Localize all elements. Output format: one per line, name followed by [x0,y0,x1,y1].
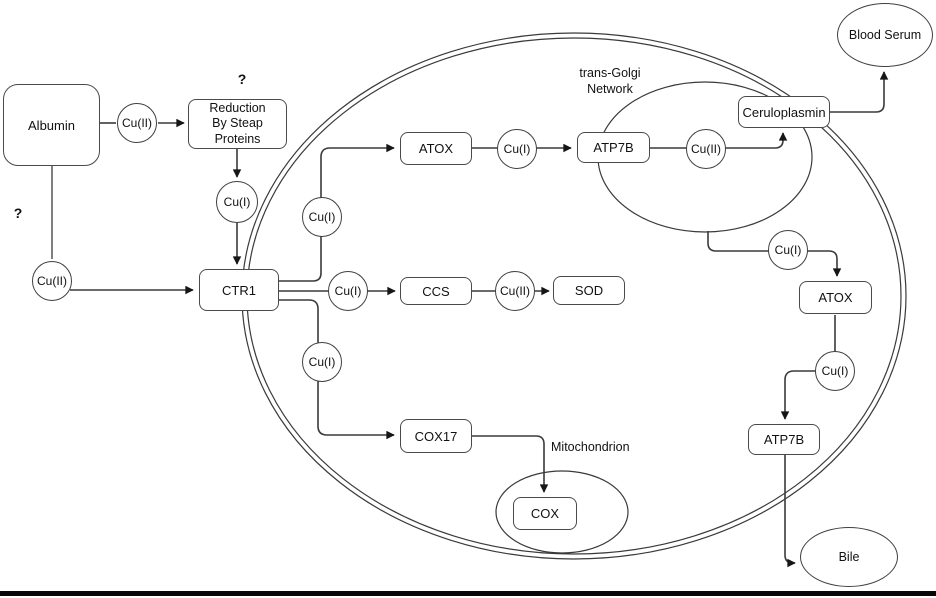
reduction-label: Reduction By Steap Proteins [209,100,266,146]
node-reduction-by-steap-proteins: Reduction By Steap Proteins [188,99,287,149]
node-ceruloplasmin: Ceruloplasmin [738,96,830,128]
ion-cu1-golgi-out: Cu(I) [768,230,808,270]
arrow-atoxright-to-atp7bright [780,315,836,420]
ion-cu2-ccs-row: Cu(II) [495,271,535,311]
node-atp7b-golgi: ATP7B [577,132,650,163]
mitochondrion-label: Mitochondrion [551,440,630,454]
node-ctr1: CTR1 [199,269,279,311]
figure-bottom-rule [0,591,936,596]
node-atox-right: ATOX [799,281,872,314]
ion-cu2-golgi: Cu(II) [686,129,726,169]
ion-cu1-middle: Cu(I) [328,271,368,311]
node-cox17: COX17 [400,419,472,453]
ion-cu2-albumin: Cu(II) [117,103,157,143]
ion-cu1-reduction: Cu(I) [216,181,258,223]
node-albumin: Albumin [3,84,100,166]
ion-cu1-lower: Cu(I) [302,342,342,382]
arrow-atp7bright-to-bile [784,455,796,568]
arrow-atp7b-to-ceruloplasmin [650,132,788,149]
trans-golgi-network-label: trans-Golgi Network [579,66,641,96]
ion-cu1-atox-row: Cu(I) [497,129,537,169]
compartment-blood-serum: Blood Serum [837,3,933,67]
compartment-bile: Bile [800,527,898,587]
node-sod: SOD [553,276,625,305]
ion-cu1-upper: Cu(I) [302,197,342,237]
node-cox: COX [513,497,577,530]
arrow-ceruloplasmin-to-bloodserum [830,71,889,113]
ion-cu1-right: Cu(I) [815,351,855,391]
node-atp7b-right: ATP7B [748,424,820,455]
mitochondrion-ellipse [495,470,629,554]
arrow-cox17-to-cox [472,435,549,493]
question-mark-left: ? [13,205,23,221]
node-ccs: CCS [400,277,472,305]
node-atox-top: ATOX [400,132,472,165]
ion-cu2-left: Cu(II) [32,261,72,301]
question-mark-top: ? [237,71,247,87]
